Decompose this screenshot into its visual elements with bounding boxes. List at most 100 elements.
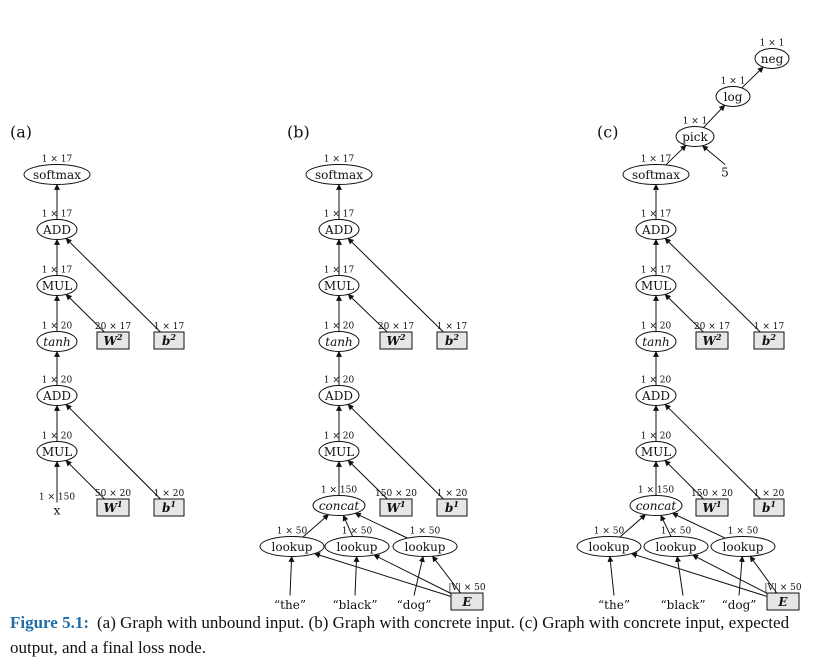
edge-b2-to-add2 — [347, 237, 444, 333]
node-label: ADD — [324, 223, 353, 237]
dimension-label: 1 × 17 — [154, 322, 185, 332]
dimension-label: 150 × 20 — [375, 489, 417, 499]
node-label: softmax — [315, 168, 363, 182]
dimension-label: 1 × 1 — [721, 77, 746, 87]
dimension-label: 1 × 50 — [342, 527, 373, 537]
node-superscript: 2 — [452, 332, 459, 342]
edge-W1-to-mul1 — [664, 460, 704, 500]
node-label: 5 — [721, 166, 729, 180]
dimension-label: 1 × 1 — [760, 39, 785, 49]
edge-E-to-lk1 — [630, 552, 768, 597]
node-ellipse — [259, 536, 325, 557]
node-w3: “dog” — [722, 598, 757, 612]
node-w1: “the” — [274, 598, 306, 612]
edge-b1-to-add1 — [347, 404, 444, 500]
node-ellipse — [36, 385, 78, 406]
node-ellipse — [23, 164, 91, 185]
dimension-label: 1 × 20 — [641, 376, 672, 386]
node-b1: b11 × 20 — [153, 489, 185, 517]
node-ellipse — [635, 441, 677, 462]
node-label: lookup — [272, 540, 313, 554]
node-label: “dog” — [397, 598, 432, 612]
parameter-box — [153, 331, 185, 350]
dimension-label: 1 × 17 — [754, 322, 785, 332]
dimension-label: 1 × 17 — [641, 155, 672, 165]
node-superscript: 1 — [453, 499, 459, 509]
dimension-label: 1 × 20 — [324, 376, 355, 386]
node-ellipse — [629, 495, 683, 516]
node-label: “the” — [274, 598, 306, 612]
parameter-box — [379, 331, 413, 350]
node-ellipse — [635, 331, 677, 352]
edge-E-to-lk3 — [749, 555, 778, 594]
dimension-label: 150 × 20 — [691, 489, 733, 499]
dimension-label: 20 × 17 — [694, 322, 730, 332]
node-b2: b21 × 17 — [153, 322, 185, 350]
parameter-box — [436, 498, 468, 517]
dimension-label: 1 × 20 — [42, 432, 73, 442]
node-w2: “black” — [661, 598, 706, 612]
node-label: ADD — [42, 389, 71, 403]
dimension-label: 1 × 20 — [437, 489, 468, 499]
edge-E-to-lk3 — [432, 555, 461, 594]
panel-label: (a) — [10, 123, 32, 142]
node-label: ADD — [641, 223, 670, 237]
node-E: E |V| × 50 — [448, 583, 486, 611]
dimension-label: 1 × 20 — [42, 376, 73, 386]
node-b2: b21 × 17 — [753, 322, 785, 350]
node-label: “the” — [598, 598, 630, 612]
edge-W1-to-mul1 — [65, 460, 105, 500]
edge-b1-to-add1 — [664, 404, 761, 500]
node-superscript: 2 — [769, 332, 776, 342]
edge-b1-to-add1 — [65, 404, 161, 500]
node-label: E — [461, 595, 472, 609]
node-superscript: 1 — [400, 499, 406, 509]
node-label: ADD — [324, 389, 353, 403]
dimension-label: 1 × 20 — [154, 489, 185, 499]
edge-E-to-lk2 — [373, 554, 452, 594]
edge-W2-to-mul2 — [347, 293, 388, 333]
dimension-label: 1 × 20 — [324, 322, 355, 332]
dimension-label: 1 × 17 — [641, 266, 672, 276]
parameter-box — [753, 331, 785, 350]
node-ellipse — [635, 275, 677, 296]
node-label: tanh — [642, 335, 669, 349]
dimension-label: 1 × 20 — [754, 489, 785, 499]
node-label: concat — [636, 499, 677, 513]
node-superscript: 2 — [399, 332, 406, 342]
node-ellipse — [36, 219, 78, 240]
node-ellipse — [754, 48, 790, 69]
dimension-label: 1 × 17 — [641, 210, 672, 220]
dimension-label: |V| × 50 — [764, 583, 802, 593]
node-superscript: 1 — [716, 499, 722, 509]
dimension-label: 1 × 17 — [42, 210, 73, 220]
node-label: MUL — [42, 279, 72, 293]
panel-label: (c) — [597, 123, 618, 142]
parameter-box — [96, 331, 130, 350]
node-ellipse — [675, 126, 715, 147]
node-superscript: 2 — [715, 332, 722, 342]
dimension-label: 1 × 17 — [437, 322, 468, 332]
node-label: lookup — [723, 540, 764, 554]
node-superscript: 1 — [117, 499, 123, 509]
dimension-label: |V| × 50 — [448, 583, 486, 593]
dimension-label: 1 × 50 — [661, 527, 692, 537]
parameter-box — [436, 331, 468, 350]
dimension-label: 1 × 1 — [683, 117, 708, 127]
node-ellipse — [643, 536, 709, 557]
figure-caption: Figure 5.1:(a) Graph with unbound input.… — [10, 610, 815, 660]
